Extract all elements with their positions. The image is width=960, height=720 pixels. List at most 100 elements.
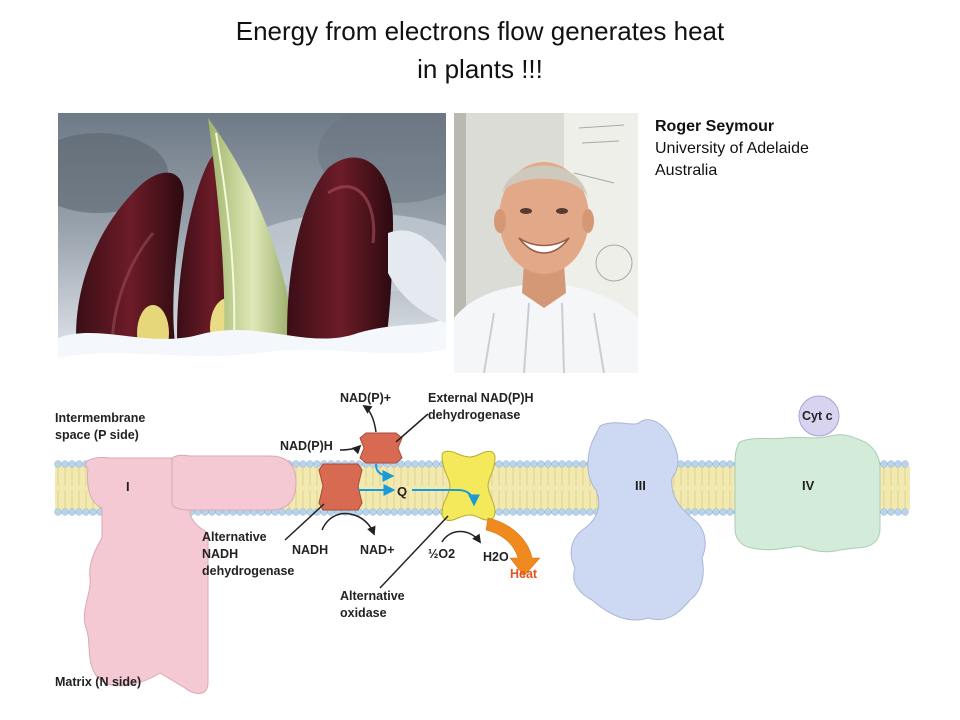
lipid-head (432, 460, 440, 468)
nadh-label: NADH (292, 543, 328, 557)
lipid-head (523, 508, 531, 516)
lipid-head (887, 508, 895, 516)
lipid-head (390, 508, 398, 516)
lipid-head (712, 508, 720, 516)
lipid-head (89, 508, 97, 516)
lipid-head (278, 508, 286, 516)
pointer-alt-oxidase (379, 515, 449, 589)
lipid-head (75, 460, 83, 468)
lipid-head (712, 460, 720, 468)
lipid-head (579, 460, 587, 468)
lipid-head (530, 508, 538, 516)
lipid-head (705, 460, 713, 468)
lipid-head (572, 460, 580, 468)
complex-i-arm (171, 454, 297, 511)
complex-iv-label: IV (802, 478, 815, 493)
lipid-head (565, 508, 573, 516)
complex-i-label: I (126, 479, 130, 494)
lipid-head (698, 508, 706, 516)
lipid-head (691, 460, 699, 468)
lipid-head (68, 460, 76, 468)
alt-oxidase-label-2: oxidase (340, 606, 387, 620)
credit-country: Australia (655, 162, 718, 179)
external-dehydrogenase-shape (359, 432, 403, 464)
lipid-head (516, 460, 524, 468)
lipid-head (726, 460, 734, 468)
external-dehydrogenase-label-1: External NAD(P)H (428, 391, 534, 405)
lipid-head (901, 460, 909, 468)
lipid-head (404, 460, 412, 468)
slide-title: Energy from electrons flow generates hea… (0, 12, 960, 88)
alt-nadh-label-2: NADH (202, 547, 238, 561)
lipid-head (61, 508, 69, 516)
arrow-nadh-to-nadplus (321, 512, 376, 536)
lipid-head (75, 508, 83, 516)
lipid-head (82, 508, 90, 516)
credit-name: Roger Seymour (655, 118, 775, 135)
lipid-head (376, 508, 384, 516)
lipid-head (894, 460, 902, 468)
lipid-head (411, 508, 419, 516)
lipid-head (292, 460, 300, 468)
lipid-head (551, 460, 559, 468)
title-line-2: in plants !!! (417, 54, 543, 84)
lipid-head (418, 508, 426, 516)
lipid-head (880, 460, 888, 468)
alt-nadh-dehydrogenase-shape (318, 463, 363, 511)
lipid-head (698, 460, 706, 468)
lipid-head (509, 508, 517, 516)
lipid-head (397, 460, 405, 468)
lipid-head (586, 508, 594, 516)
pointer-alt-nadh (284, 503, 325, 541)
lipid-head (54, 460, 62, 468)
h2o-label: H2O (483, 550, 509, 564)
complex-iii-shape (570, 419, 706, 621)
lipid-head (418, 460, 426, 468)
lipid-head (705, 508, 713, 516)
lipid-head (397, 508, 405, 516)
lipid-head (292, 508, 300, 516)
electron-transport-diagram: Intermembrane space (P side) Matrix (N s… (54, 391, 910, 694)
lipid-head (425, 508, 433, 516)
complex-iii-label: III (635, 478, 646, 493)
lipid-head (509, 460, 517, 468)
lipid-head (285, 508, 293, 516)
lipid-head (719, 508, 727, 516)
credit-block: Roger Seymour University of Adelaide Aus… (655, 116, 809, 182)
lipid-head (894, 508, 902, 516)
nad-plus-label: NAD+ (360, 543, 394, 557)
nadp-plus-label: NAD(P)+ (340, 391, 391, 405)
lipid-head (551, 508, 559, 516)
title-line-1: Energy from electrons flow generates hea… (235, 16, 725, 46)
arrow-nadph-external (339, 444, 362, 455)
half-o2-label: ½O2 (428, 547, 455, 561)
alt-nadh-label-3: dehydrogenase (202, 564, 294, 578)
lipid-head (530, 460, 538, 468)
lipid-head (369, 508, 377, 516)
lipid-head (411, 460, 419, 468)
heat-label: Heat (510, 567, 538, 581)
lipid-head (299, 460, 307, 468)
lipid-head (572, 508, 580, 516)
lipid-head (313, 460, 321, 468)
electron-arrow-external (375, 463, 395, 482)
lipid-head (558, 508, 566, 516)
lipid-head (691, 508, 699, 516)
lipid-head (887, 460, 895, 468)
arrow-o2-to-h2o (441, 530, 482, 544)
pointer-external (395, 413, 429, 443)
alt-oxidase-label-1: Alternative (340, 589, 405, 603)
lipid-head (516, 508, 524, 516)
cyt-c-label: Cyt c (802, 409, 833, 423)
lipid-head (54, 508, 62, 516)
lipid-head (684, 460, 692, 468)
q-label: Q (397, 484, 407, 499)
external-dehydrogenase-label-2: dehydrogenase (428, 408, 520, 422)
lipid-head (719, 460, 727, 468)
electron-arrow-q-to-aox (412, 489, 480, 507)
lipid-head (362, 508, 370, 516)
matrix-label: Matrix (N side) (55, 675, 141, 689)
lipid-head (880, 508, 888, 516)
lipid-head (544, 508, 552, 516)
lipid-head (61, 460, 69, 468)
